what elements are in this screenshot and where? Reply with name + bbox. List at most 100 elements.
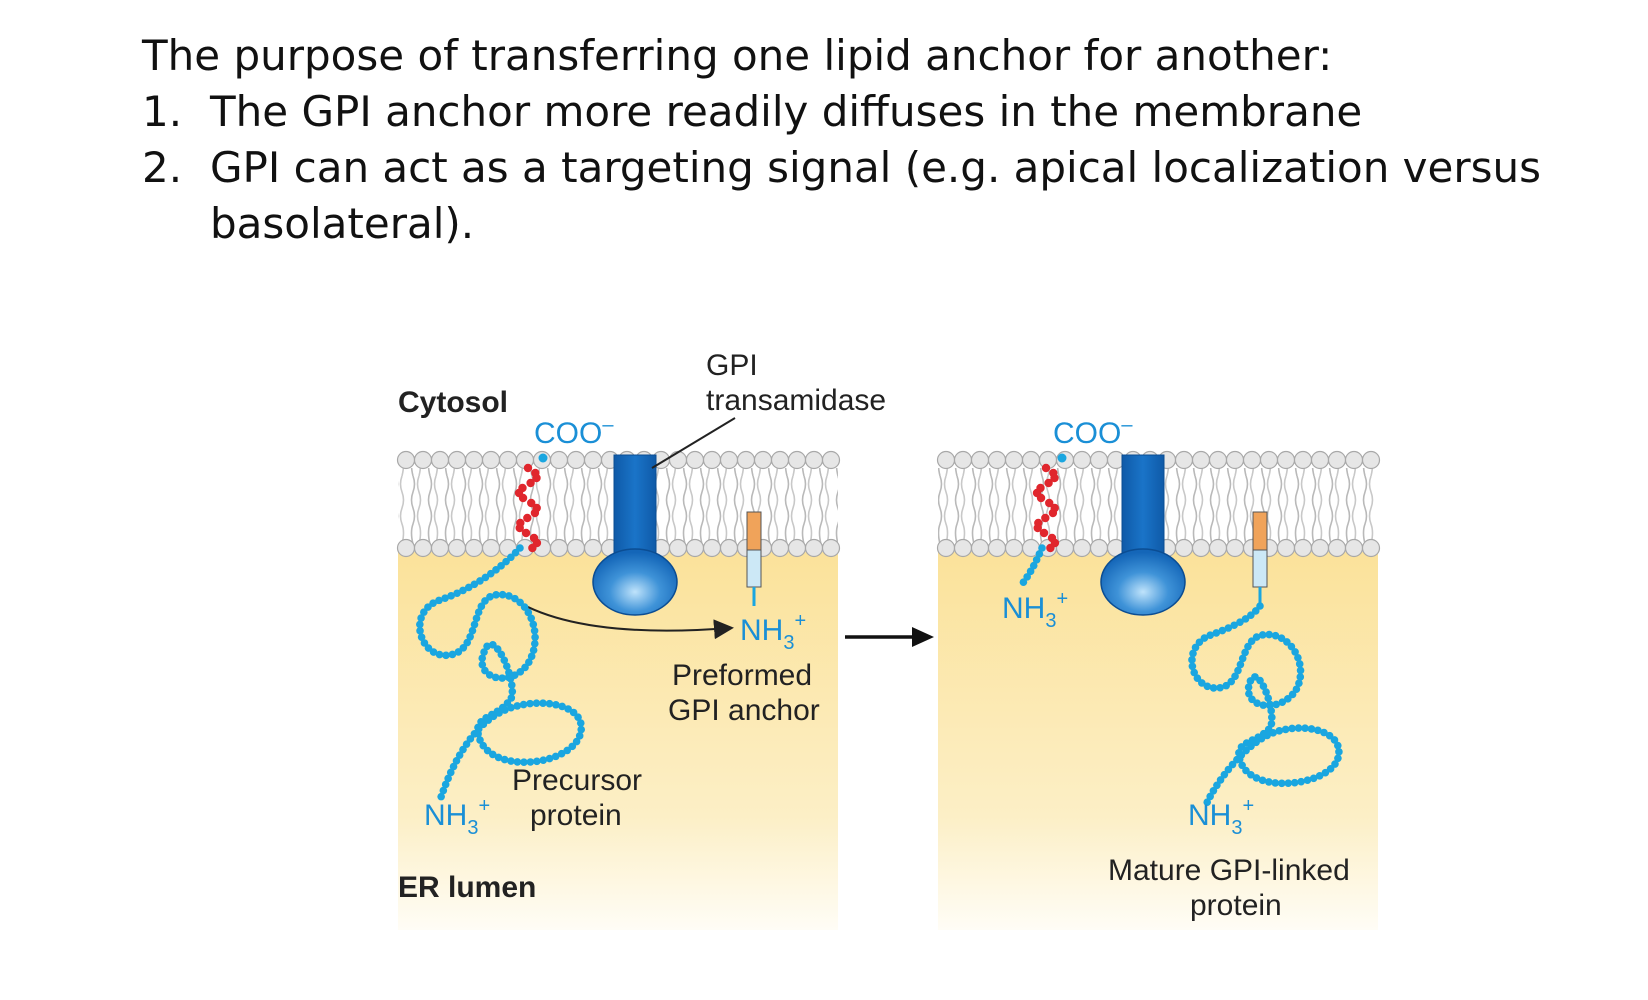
lipid-head — [430, 538, 450, 558]
anchor-nh3-label: NH3+ — [740, 610, 806, 654]
chain-bead — [1220, 770, 1229, 779]
chain-bead — [492, 566, 500, 574]
chain-bead — [424, 644, 433, 652]
lipid-head — [987, 450, 1007, 470]
chain-bead — [1259, 701, 1268, 709]
slide-text: The purpose of transferring one lipid an… — [142, 28, 1622, 252]
chain-bead — [1230, 621, 1238, 630]
lipid-head — [1004, 450, 1024, 470]
mature-nh3-label: NH3+ — [1188, 795, 1254, 839]
chain-bead — [466, 632, 474, 641]
chain-bead — [459, 586, 467, 595]
chain-bead — [1247, 742, 1255, 751]
chain-bead — [1237, 751, 1246, 759]
lipid-head — [821, 538, 841, 558]
lipid-head — [770, 450, 790, 470]
chain-bead — [1242, 766, 1250, 775]
chain-bead — [1200, 634, 1209, 642]
chain-bead — [435, 650, 444, 659]
chain-bead — [506, 674, 515, 683]
lipid-head — [464, 450, 484, 470]
chain-bead — [417, 614, 425, 622]
helix-bead — [1039, 528, 1049, 538]
chain-bead — [497, 562, 505, 570]
chain-bead — [495, 709, 503, 717]
chain-bead — [1269, 729, 1277, 737]
lipid-head — [787, 450, 807, 470]
lipid-head — [1293, 450, 1313, 470]
chain-bead — [1216, 776, 1225, 784]
chain-bead — [1296, 673, 1305, 681]
cytosol-label: Cytosol — [398, 386, 508, 419]
chain-bead — [545, 699, 554, 708]
lipid-head — [787, 538, 807, 558]
chain-bead — [501, 706, 509, 714]
chain-bead — [526, 758, 535, 766]
precursor-label-line2: protein — [530, 799, 622, 832]
reaction-arrow — [845, 627, 934, 647]
chain-bead — [1252, 738, 1260, 747]
lipid-head — [464, 538, 484, 558]
chain-bead — [444, 774, 452, 783]
chain-bead — [533, 757, 541, 766]
chain-bead — [520, 758, 528, 766]
helix-bead — [1044, 478, 1053, 488]
chain-bead — [494, 753, 503, 762]
chain-bead — [420, 608, 428, 616]
chain-bead — [459, 644, 468, 652]
chain-bead — [1334, 754, 1342, 763]
chain-bead — [483, 642, 491, 651]
chain-bead — [516, 668, 525, 676]
chain-bead — [1188, 662, 1197, 671]
helix-bead — [518, 493, 528, 503]
chain-bead — [1278, 698, 1287, 707]
left-panel: Cytosol ER lumen COO– GPI transamidase N… — [396, 349, 886, 930]
chain-bead — [1292, 685, 1301, 694]
right-panel: COO– NH3+ NH3+ Mature GPI-linked protein — [936, 414, 1381, 930]
list-number: 1. — [142, 87, 183, 136]
chain-bead — [1241, 648, 1249, 657]
lipid-head — [549, 538, 569, 558]
chain-bead — [513, 758, 522, 766]
chain-bead — [502, 662, 511, 671]
helix-bead — [1041, 513, 1050, 523]
chain-bead — [486, 569, 495, 578]
chain-bead — [1321, 768, 1330, 777]
chain-bead — [470, 729, 479, 738]
chain-bead — [1188, 656, 1196, 664]
chain-bead — [1258, 776, 1267, 785]
mature-label-line1: Mature GPI-linked — [1108, 854, 1350, 887]
chain-bead — [1256, 676, 1264, 685]
chain-bead — [1189, 649, 1197, 658]
lipid-head — [668, 538, 688, 558]
chain-bead — [481, 597, 489, 605]
lipid-head — [1327, 538, 1347, 558]
chain-bead — [1241, 615, 1250, 623]
chain-bead — [454, 648, 463, 656]
chain-bead — [448, 650, 457, 659]
lipid-head — [1293, 538, 1313, 558]
lipid-head — [1310, 450, 1330, 470]
chain-bead — [455, 751, 464, 759]
cleaved-chain-stub — [1019, 544, 1046, 586]
lipid-head — [1225, 538, 1245, 558]
chain-bead — [1320, 728, 1328, 737]
chain-bead — [507, 694, 516, 702]
er-lumen-label: ER lumen — [398, 871, 536, 904]
chain-bead — [479, 720, 488, 729]
chain-bead — [1251, 607, 1260, 615]
list-number: 2. — [142, 143, 183, 192]
lipid-head — [702, 538, 722, 558]
lipid-head — [1072, 538, 1092, 558]
chain-bead — [563, 746, 572, 755]
chain-bead — [520, 603, 529, 611]
chain-bead — [526, 699, 534, 708]
lipid-head — [413, 538, 433, 558]
lipid-head — [1259, 450, 1279, 470]
chain-bead — [1238, 761, 1246, 770]
lipid-head — [447, 450, 467, 470]
chain-bead — [1206, 631, 1214, 640]
helix-bead — [1033, 523, 1042, 533]
chain-bead — [1309, 774, 1318, 783]
lipid-head — [970, 450, 990, 470]
